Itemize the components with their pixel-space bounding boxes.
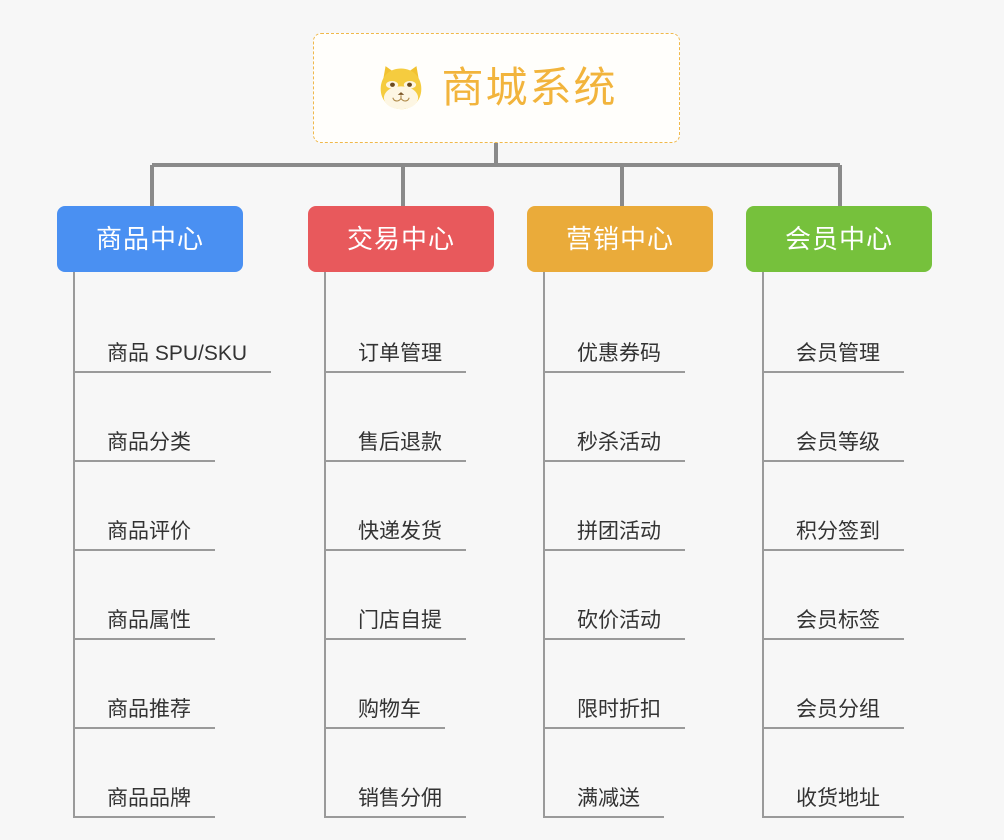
branch-column-2: 交易中心 订单管理 售后退款 快递发货 门店自提 购物车 销售分佣 [308,206,494,818]
list-item-label: 收货地址 [764,787,904,818]
list-item-label: 积分签到 [764,520,904,551]
list-item[interactable]: 砍价活动 [545,551,713,640]
list-item[interactable]: 商品评价 [75,462,243,551]
list-item-label: 优惠券码 [545,342,685,373]
list-item[interactable]: 限时折扣 [545,640,713,729]
list-item[interactable]: 商品分类 [75,373,243,462]
category-box-1[interactable]: 商品中心 [57,206,243,272]
list-item[interactable]: 收货地址 [764,729,932,818]
list-item-label: 快递发货 [326,520,466,551]
branch-column-4: 会员中心 会员管理 会员等级 积分签到 会员标签 会员分组 收货地址 [746,206,932,818]
list-item-label: 商品属性 [75,609,215,640]
list-item-label: 会员分组 [764,698,904,729]
list-item[interactable]: 销售分佣 [326,729,494,818]
list-item-label: 售后退款 [326,431,466,462]
list-item[interactable]: 优惠券码 [545,284,713,373]
category-box-2[interactable]: 交易中心 [308,206,494,272]
category-label: 营销中心 [565,224,674,254]
sub-item-list-1: 商品 SPU/SKU 商品分类 商品评价 商品属性 商品推荐 商品品牌 [73,272,272,818]
list-item-label: 订单管理 [326,342,466,373]
root-title: 商城系统 [441,64,618,111]
list-item[interactable]: 秒杀活动 [545,373,713,462]
shiba-dog-icon [381,66,422,110]
list-item[interactable]: 会员标签 [764,551,932,640]
list-item[interactable]: 拼团活动 [545,462,713,551]
sub-item-list-3: 优惠券码 秒杀活动 拼团活动 砍价活动 限时折扣 满减送 [543,272,713,818]
sub-item-list-4: 会员管理 会员等级 积分签到 会员标签 会员分组 收货地址 [762,272,932,818]
list-item[interactable]: 积分签到 [764,462,932,551]
list-item[interactable]: 会员分组 [764,640,932,729]
list-item[interactable]: 满减送 [545,729,713,818]
category-box-4[interactable]: 会员中心 [746,206,932,272]
list-item-label: 秒杀活动 [545,431,685,462]
list-item[interactable]: 会员等级 [764,373,932,462]
list-item-label: 满减送 [545,787,664,818]
list-item-label: 限时折扣 [545,698,685,729]
list-item-label: 商品推荐 [75,698,215,729]
sub-item-list-2: 订单管理 售后退款 快递发货 门店自提 购物车 销售分佣 [324,272,494,818]
list-item-label: 门店自提 [326,609,466,640]
list-item-label: 商品评价 [75,520,215,551]
list-item-label: 销售分佣 [326,787,466,818]
category-label: 商品中心 [95,224,204,254]
list-item[interactable]: 订单管理 [326,284,494,373]
branch-column-1: 商品中心 商品 SPU/SKU 商品分类 商品评价 商品属性 商品推荐 商品品牌 [57,206,272,818]
list-item[interactable]: 商品 SPU/SKU [75,284,272,373]
list-item[interactable]: 售后退款 [326,373,494,462]
list-item-label: 会员标签 [764,609,904,640]
list-item-label: 购物车 [326,698,445,729]
category-label: 交易中心 [346,224,455,254]
list-item[interactable]: 商品推荐 [75,640,243,729]
list-item-label: 商品分类 [75,431,215,462]
list-item[interactable]: 商品品牌 [75,729,243,818]
list-item[interactable]: 购物车 [326,640,494,729]
list-item-label: 砍价活动 [545,609,685,640]
root-node[interactable]: 商城系统 [313,33,680,143]
category-box-3[interactable]: 营销中心 [527,206,713,272]
list-item-label: 会员管理 [764,342,904,373]
list-item[interactable]: 快递发货 [326,462,494,551]
list-item-label: 会员等级 [764,431,904,462]
list-item[interactable]: 商品属性 [75,551,243,640]
branch-column-3: 营销中心 优惠券码 秒杀活动 拼团活动 砍价活动 限时折扣 满减送 [527,206,713,818]
list-item-label: 拼团活动 [545,520,685,551]
list-item-label: 商品 SPU/SKU [75,342,272,373]
list-item[interactable]: 会员管理 [764,284,932,373]
list-item-label: 商品品牌 [75,787,215,818]
category-label: 会员中心 [784,224,893,254]
list-item[interactable]: 门店自提 [326,551,494,640]
